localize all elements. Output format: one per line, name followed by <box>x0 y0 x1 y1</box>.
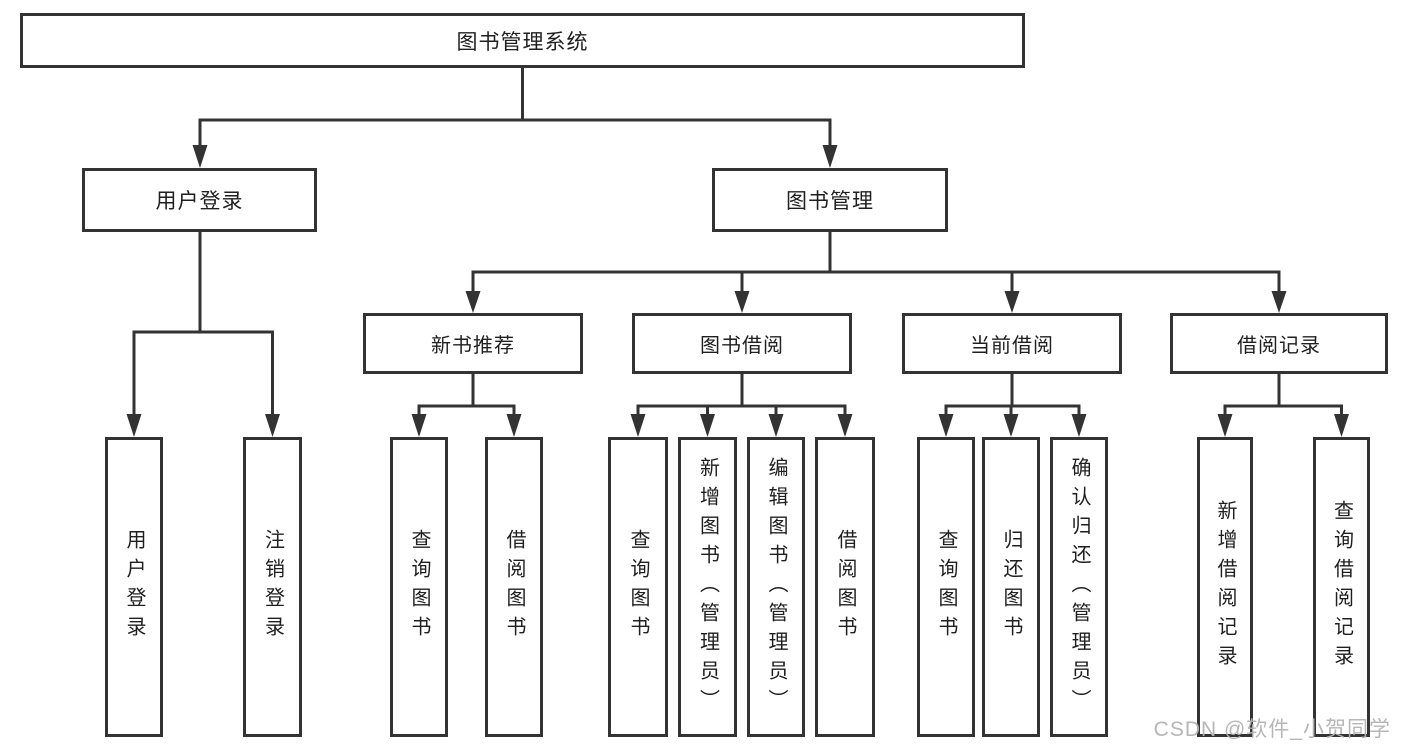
node-book-borrowing: 图书借阅 <box>632 313 852 374</box>
leaf-current-query-books: 查询图书 <box>917 437 975 737</box>
node-current-borrowing: 当前借阅 <box>902 313 1122 374</box>
node-label: 查询图书 <box>408 529 430 645</box>
node-label: 图书管理 <box>786 190 874 213</box>
node-label: 当前借阅 <box>970 335 1054 357</box>
leaf-newbook-borrow-books: 借阅图书 <box>485 437 543 737</box>
node-label: 查询借阅记录 <box>1330 500 1353 674</box>
leaf-logout: 注销登录 <box>243 437 302 737</box>
node-label: 新增借阅记录 <box>1214 500 1236 674</box>
node-label: 用户登录 <box>155 190 244 213</box>
leaf-newbook-query-books: 查询图书 <box>390 437 448 737</box>
csdn-watermark: CSDN @软件_小贺同学 <box>1153 718 1391 741</box>
node-label: 新书推荐 <box>431 335 515 357</box>
node-label: 图书借阅 <box>700 335 784 357</box>
leaf-borrowing-borrow-books: 借阅图书 <box>815 437 875 737</box>
node-new-book-recommend: 新书推荐 <box>363 313 583 374</box>
node-label: 确认归还（管理员） <box>1068 456 1090 718</box>
node-borrowing-records: 借阅记录 <box>1170 313 1388 374</box>
node-root-library-system: 图书管理系统 <box>20 13 1025 68</box>
node-label: 图书管理系统 <box>456 30 589 54</box>
leaf-current-confirm-return-admin: 确认归还（管理员） <box>1050 437 1108 737</box>
leaf-borrowing-query-books: 查询图书 <box>608 437 668 737</box>
leaf-borrowing-add-books-admin: 新增图书（管理员） <box>678 437 737 737</box>
node-label: 借阅图书 <box>503 529 525 645</box>
leaf-user-login: 用户登录 <box>105 437 163 737</box>
node-label: 查询图书 <box>935 529 957 645</box>
node-label: 借阅图书 <box>834 529 856 645</box>
node-label: 用户登录 <box>123 529 145 645</box>
node-label: 借阅记录 <box>1237 335 1321 357</box>
leaf-borrowing-edit-books-admin: 编辑图书（管理员） <box>747 437 805 737</box>
node-label: 查询图书 <box>627 529 649 645</box>
leaf-records-add-record: 新增借阅记录 <box>1197 437 1253 737</box>
node-label: 新增图书（管理员） <box>696 456 719 718</box>
node-label: 编辑图书（管理员） <box>765 456 787 718</box>
node-user-login: 用户登录 <box>82 168 317 232</box>
node-book-management: 图书管理 <box>712 168 948 232</box>
node-label: 注销登录 <box>261 529 284 645</box>
node-label: 归还图书 <box>1000 529 1022 645</box>
leaf-current-return-books: 归还图书 <box>982 437 1040 737</box>
leaf-records-query-record: 查询借阅记录 <box>1313 437 1370 737</box>
